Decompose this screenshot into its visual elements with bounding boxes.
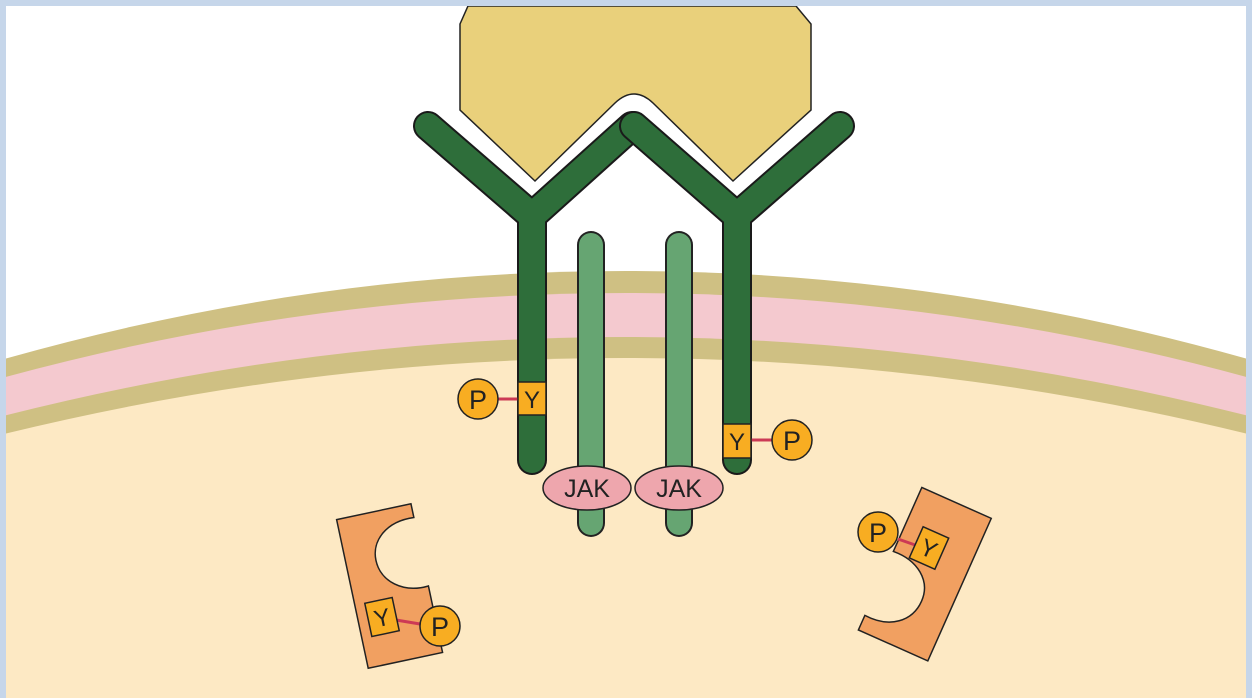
tyrosine-label: Y	[729, 429, 745, 456]
phosphate-label: P	[783, 426, 801, 456]
jak-right-label: JAK	[656, 475, 702, 503]
tyrosine-label: Y	[524, 387, 540, 414]
phosphate-label: P	[431, 612, 449, 642]
phosphate-label: P	[469, 385, 487, 415]
jak-right: JAK	[635, 466, 723, 510]
right-border	[1246, 0, 1252, 698]
jak-left-label: JAK	[564, 475, 610, 503]
cytoplasm	[0, 358, 1252, 698]
top-border	[0, 0, 1252, 6]
phosphate-label: P	[869, 518, 887, 548]
jak-left: JAK	[543, 466, 631, 510]
left-border	[0, 0, 6, 698]
